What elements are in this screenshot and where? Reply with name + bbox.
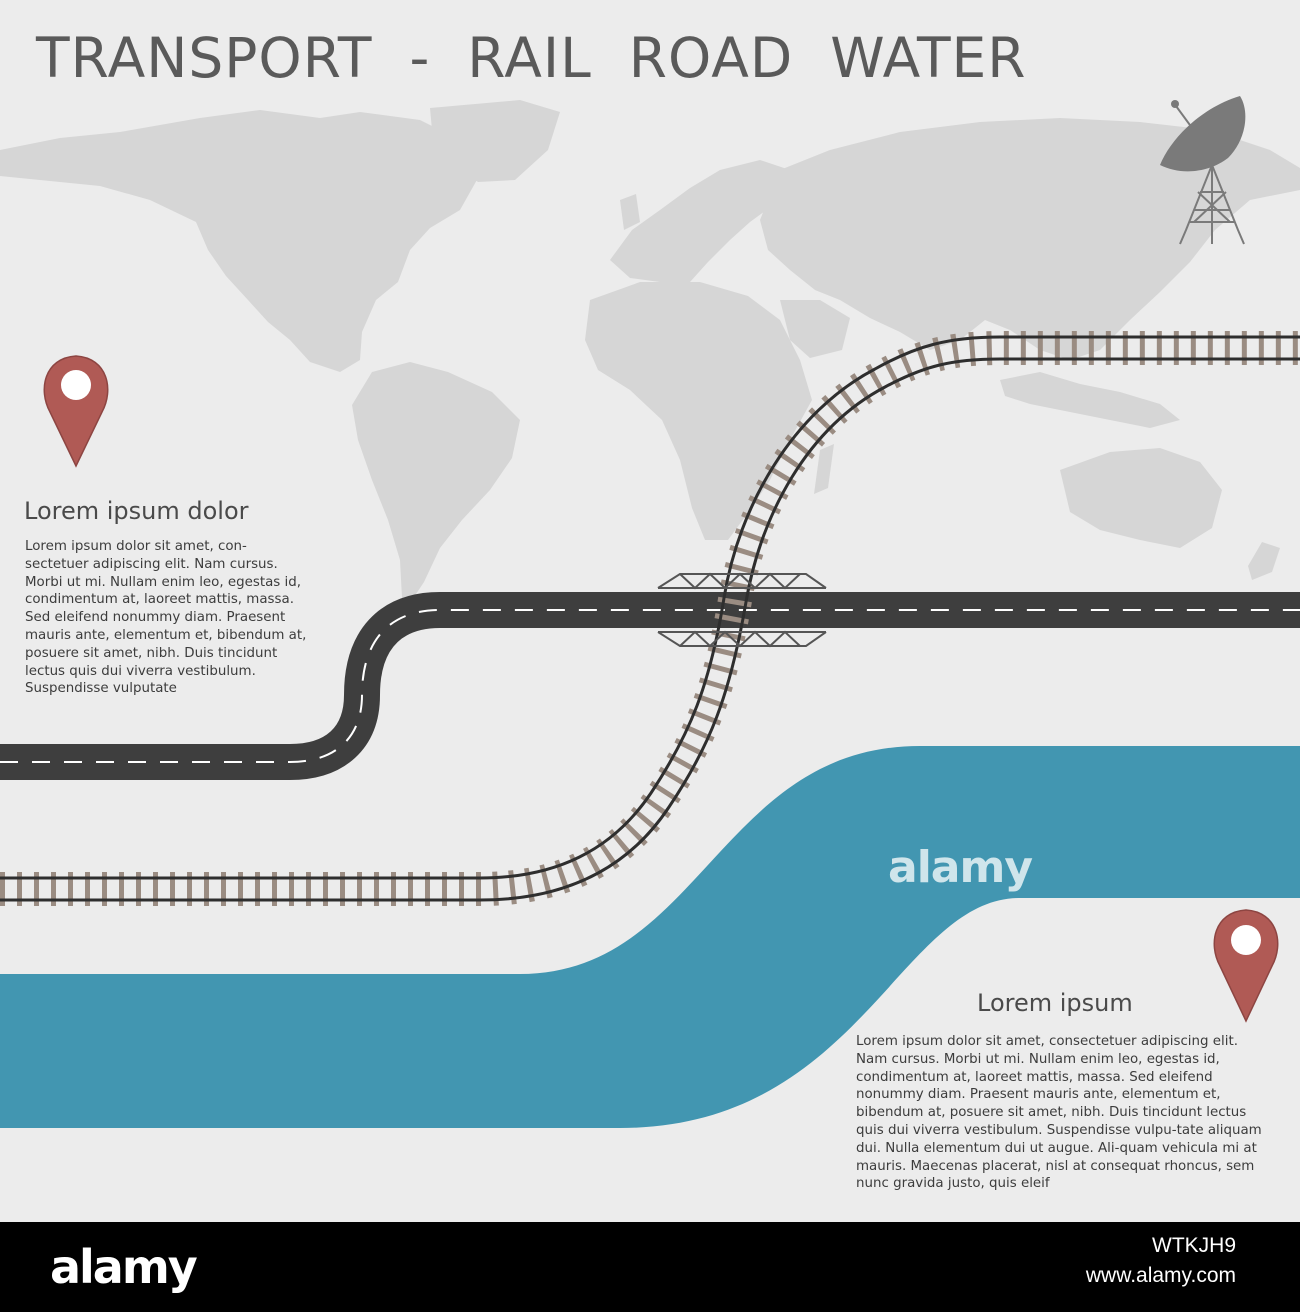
- footer-url: www.alamy.com: [1085, 1264, 1236, 1287]
- bridge-bottom-truss: [657, 631, 827, 647]
- arabia-shape: [780, 300, 850, 358]
- australia-shape: [1060, 448, 1222, 548]
- river: [0, 746, 1300, 1128]
- africa-shape: [585, 282, 812, 540]
- north-america-shape: [0, 110, 478, 372]
- bridge-top-truss: [657, 573, 827, 589]
- footer-bar: alamy WTKJH9 www.alamy.com: [0, 1222, 1300, 1312]
- transport-illustration: [0, 96, 1300, 1128]
- bridge-lattice-top: [679, 572, 801, 590]
- world-map: [0, 100, 1300, 600]
- europe-shape: [610, 160, 790, 282]
- dish-tower: [1179, 164, 1245, 245]
- page-title: TRANSPORT - RAIL ROAD WATER: [36, 26, 1027, 90]
- location-pin-icon: [1213, 909, 1279, 1023]
- right-body-text: Lorem ipsum dolor sit amet, consectetuer…: [856, 1034, 1262, 1192]
- greenland-shape: [430, 100, 560, 182]
- rail-left: [0, 335, 1300, 880]
- satellite-dish-icon: [1160, 96, 1246, 245]
- footer-image-id: WTKJH9: [1152, 1234, 1236, 1257]
- left-heading: Lorem ipsum dolor: [24, 497, 249, 525]
- watermark: alamy: [888, 842, 1033, 893]
- footer-logo: alamy: [50, 1240, 198, 1294]
- rail-right: [0, 357, 1300, 902]
- road: [0, 592, 1300, 780]
- rail-sleepers: [0, 331, 1300, 906]
- madagascar-shape: [814, 444, 834, 494]
- pin-left-dot: [61, 370, 91, 400]
- pin-right-dot: [1231, 925, 1261, 955]
- dish-bowl: [1160, 96, 1246, 172]
- asia-shape: [760, 118, 1300, 360]
- islands-shape: [1000, 372, 1180, 428]
- location-pin-icon: [43, 355, 109, 468]
- bridge-lattice-bottom: [679, 630, 801, 648]
- left-body-text: Lorem ipsum dolor sit amet, con-sectetue…: [25, 539, 307, 697]
- new-zealand-shape: [1248, 542, 1280, 580]
- bridge-icon: [657, 572, 827, 648]
- south-america-shape: [352, 362, 520, 600]
- uk-shape: [620, 194, 640, 230]
- road-marking: [0, 609, 1300, 763]
- railway: [0, 331, 1300, 906]
- right-heading: Lorem ipsum: [977, 989, 1133, 1017]
- pin-right: [1213, 909, 1279, 1023]
- pin-left: [43, 355, 109, 468]
